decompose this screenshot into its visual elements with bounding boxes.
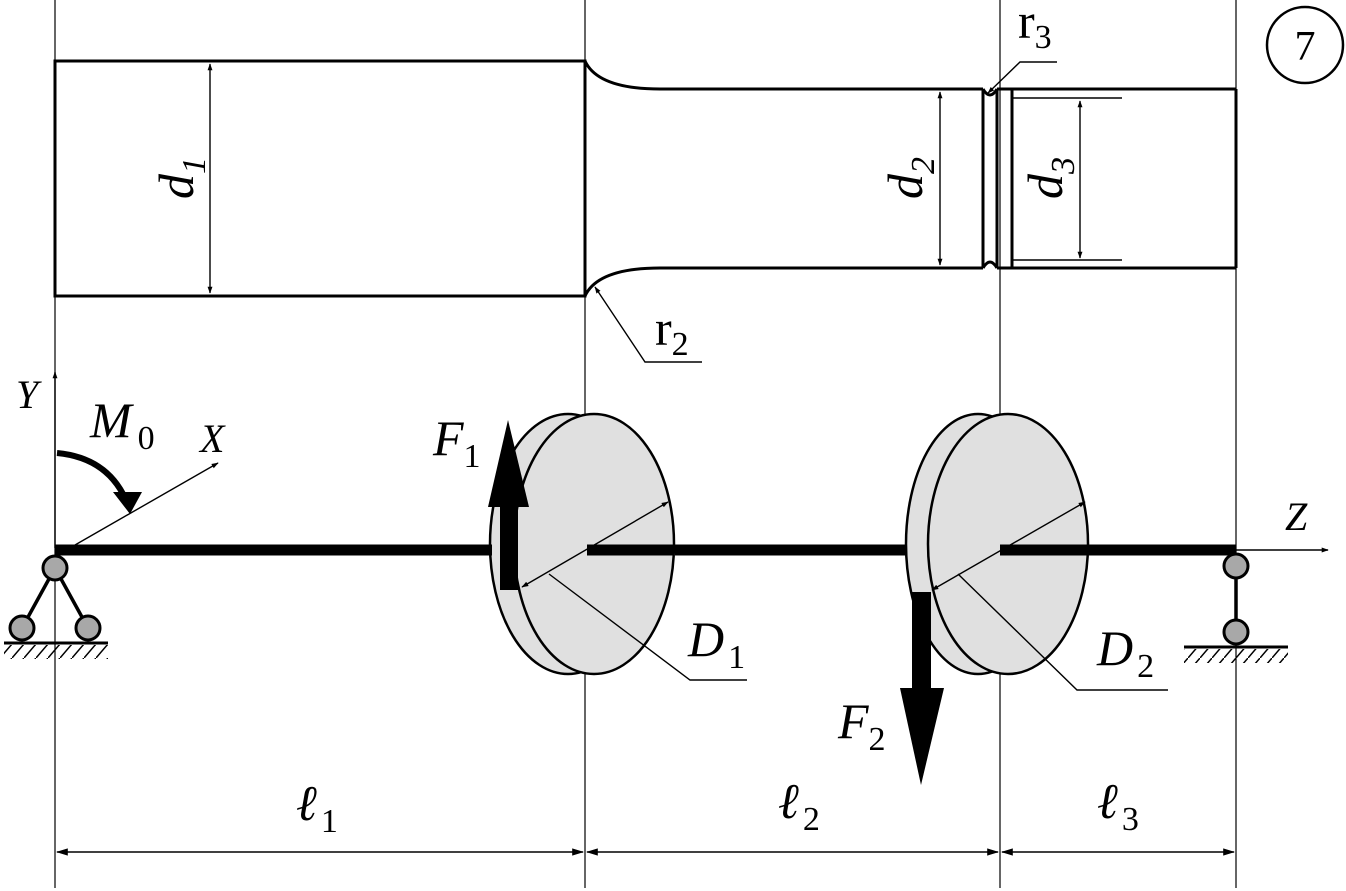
pulley-d2 (904, 412, 1090, 676)
figure-number-badge: 7 (1265, 5, 1345, 85)
pinned-support-left (4, 554, 108, 659)
pulley-diameter-lines (521, 501, 1168, 691)
x-axis-label: X (198, 416, 226, 461)
stepped-shaft-outline (53, 59, 1238, 298)
roller-support-right (1184, 552, 1288, 663)
force-f1-label: F1 (432, 410, 481, 475)
r3-label: r3 (1018, 0, 1052, 56)
r2-label: r2 (655, 300, 689, 363)
d3-label: d3 (1017, 157, 1082, 199)
force-f2-arrow (900, 592, 944, 785)
diameter-dimensions (207, 63, 1122, 294)
d2-label: d2 (877, 157, 942, 199)
moment-arrowhead (113, 492, 142, 514)
z-axis-label: Z (1285, 494, 1308, 539)
x-axis (74, 462, 219, 546)
y-axis-label: Y (16, 372, 42, 417)
radius-leaders (594, 61, 1057, 363)
figure-number: 7 (1295, 24, 1316, 70)
d1-label: d1 (148, 157, 213, 199)
force-f1-arrow (488, 420, 529, 590)
force-f2-label: F2 (837, 693, 886, 758)
